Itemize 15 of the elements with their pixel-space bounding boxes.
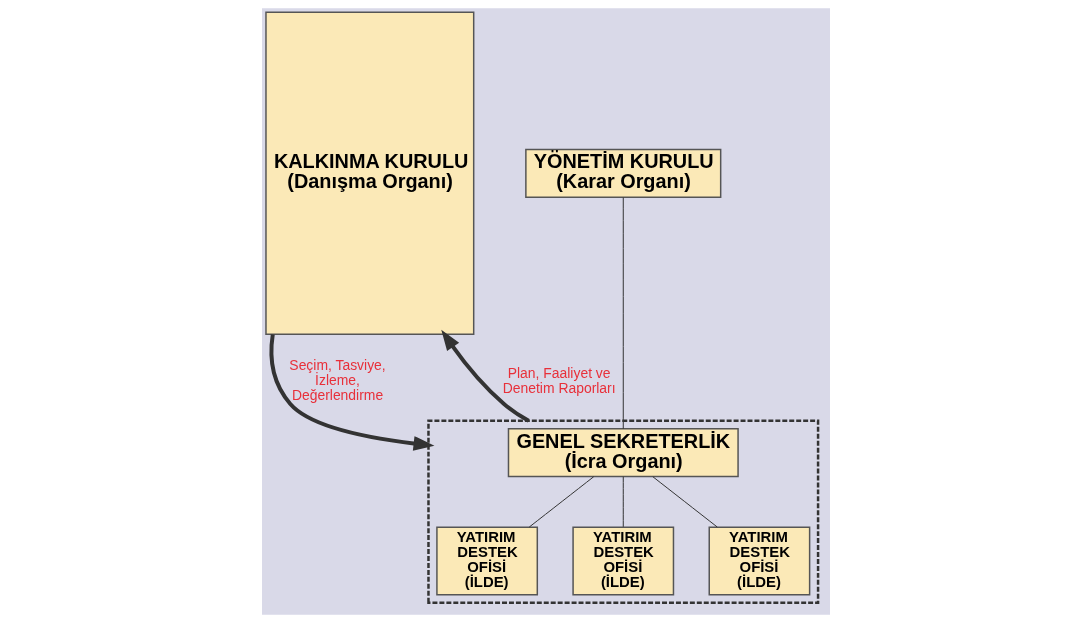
node-box: KALKINMA KURULU (Danışma Organı): [265, 11, 475, 336]
arrow: [269, 334, 435, 451]
edge-label: Seçim, Tasviye, İzleme, Değerlendirme: [289, 357, 386, 404]
arrow: [441, 329, 530, 423]
connector: [622, 476, 624, 528]
edge-label: Plan, Faaliyet ve Denetim Raporları: [502, 364, 616, 396]
node-box: GENEL SEKRETERLİK (İcra Organı): [507, 428, 739, 478]
node-box: YATIRIM DESTEK OFİSİ (İLDE): [572, 526, 675, 596]
connector: [622, 197, 624, 430]
node-box: YATIRIM DESTEK OFİSİ (İLDE): [708, 526, 811, 596]
node-box: YÖNETİM KURULU (Karar Organı): [525, 148, 722, 198]
node-box: YATIRIM DESTEK OFİSİ (İLDE): [436, 526, 539, 596]
connector: [528, 476, 595, 528]
cluster: [427, 419, 820, 604]
connector: [652, 476, 718, 528]
